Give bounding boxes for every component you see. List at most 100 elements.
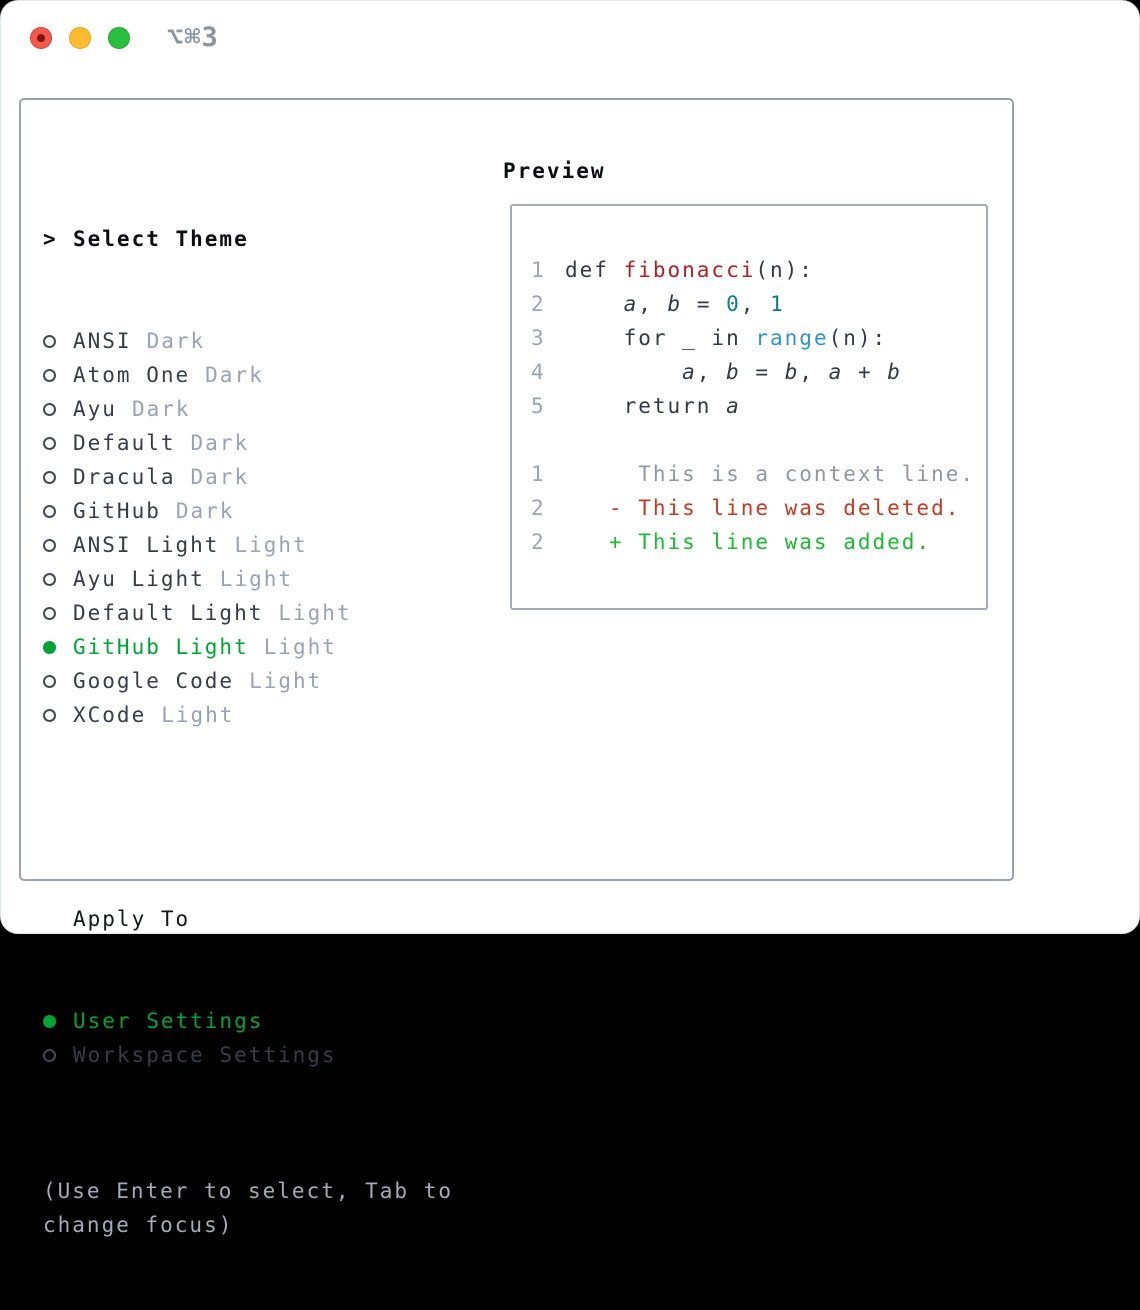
apply-item-label: Workspace Settings [73,1043,337,1067]
theme-variant-tag: Light [219,567,294,591]
keyboard-hint: (Use Enter to select, Tab to change focu… [43,1179,454,1237]
radio-unselected-icon [43,436,56,450]
theme-variant-tag: Light [249,669,323,693]
theme-item-atom-one[interactable]: Atom One Dark [43,358,488,392]
theme-variant-tag: Light [234,533,308,557]
apply-item-label: User Settings [73,1009,264,1033]
theme-item-label: Default [73,431,176,455]
diff-line-context: 1 This is a context line. [512,457,986,491]
line-number: 3 [531,326,546,350]
theme-item-ayu-light[interactable]: Ayu Light Light [43,562,488,596]
apply-item-workspace-settings[interactable]: Workspace Settings [43,1038,488,1072]
theme-item-ayu[interactable]: Ayu Dark [43,392,488,426]
theme-item-google-code[interactable]: Google Code Light [43,664,488,698]
radio-selected-icon [43,1014,56,1028]
theme-item-label: ANSI Light [73,533,220,557]
window-controls [30,27,130,49]
line-number: 4 [531,360,546,384]
theme-variant-tag: Dark [146,329,206,353]
theme-variant-tag: Dark [131,397,191,421]
theme-variant-tag: Light [263,635,337,659]
diff-line-added: 2 + This line was added. [512,525,986,559]
radio-unselected-icon [43,504,56,518]
diff-line-deleted: 2 - This line was deleted. [512,491,986,525]
radio-unselected-icon [43,470,56,484]
diff-preview: 1 This is a context line.2 - This line w… [512,457,986,559]
line-number: 5 [531,394,546,418]
theme-item-label: ANSI [73,329,132,353]
theme-variant-tag: Dark [190,465,250,489]
theme-item-label: Ayu Light [73,567,205,591]
theme-item-label: Default Light [73,601,264,625]
spacer-row [43,800,488,834]
theme-item-ansi[interactable]: ANSI Dark [43,324,488,358]
radio-selected-icon [43,640,56,654]
line-number: 1 [531,258,546,282]
select-theme-heading-label: Select Theme [73,227,249,251]
line-number: 2 [531,530,546,554]
minimize-button-icon[interactable] [69,27,91,49]
radio-unselected-icon [43,572,56,586]
diff-text: + This line was added. [565,530,932,554]
apply-to-heading-label: Apply To [73,907,191,931]
line-number: 1 [531,462,546,486]
theme-item-label: Ayu [73,397,117,421]
theme-item-github-light[interactable]: GitHub Light Light [43,630,488,664]
line-number: 2 [531,292,546,316]
blank-line [512,423,986,457]
preview-heading: Preview [503,159,606,183]
code-line: 1 def fibonacci(n): [512,253,986,287]
code-line: 3 for _ in range(n): [512,321,986,355]
theme-item-label: Dracula [73,465,176,489]
code-line: 4 a, b = b, a + b [512,355,986,389]
radio-unselected-icon [43,402,56,416]
line-number: 2 [531,496,546,520]
theme-variant-tag: Dark [205,363,264,387]
radio-unselected-icon [43,368,56,382]
theme-item-github[interactable]: GitHub Dark [43,494,488,528]
diff-text: - This line was deleted. [565,496,961,520]
theme-item-ansi-light[interactable]: ANSI Light Light [43,528,488,562]
apply-item-user-settings[interactable]: User Settings [43,1004,488,1038]
theme-item-label: Atom One [73,363,191,387]
theme-item-dracula[interactable]: Dracula Dark [43,460,488,494]
code-text: for _ in range(n): [565,326,888,350]
theme-item-default-light[interactable]: Default Light Light [43,596,488,630]
code-text: a, b = b, a + b [682,360,902,384]
radio-unselected-icon [43,538,56,552]
code-text: return a [565,394,741,418]
theme-item-label: GitHub [73,499,161,523]
cursor-prompt-icon: > [43,227,58,251]
code-text: def fibonacci(n): [565,258,814,282]
radio-unselected-icon [43,708,56,722]
close-button-icon[interactable] [30,27,52,49]
theme-variant-tag: Dark [175,499,235,523]
radio-unselected-icon [43,606,56,620]
radio-unselected-icon [43,674,56,688]
theme-variant-tag: Dark [190,431,250,455]
theme-variant-tag: Light [278,601,352,625]
code-line: 5 return a [512,389,986,423]
theme-variant-tag: Light [161,703,235,727]
code-text: a, b = 0, 1 [623,292,785,316]
theme-item-label: GitHub Light [73,635,249,659]
radio-unselected-icon [43,1048,56,1062]
zoom-button-icon[interactable] [108,27,130,49]
theme-item-default[interactable]: Default Dark [43,426,488,460]
theme-item-label: Google Code [73,669,235,693]
apply-to-heading: Apply To [43,902,488,936]
theme-item-xcode[interactable]: XCode Light [43,698,488,732]
diff-text: This is a context line. [565,462,976,486]
window-title: ⌥⌘3 [167,22,219,53]
code-line: 2 a, b = 0, 1 [512,287,986,321]
select-theme-heading: > Select Theme [43,222,488,256]
radio-unselected-icon [43,334,56,348]
theme-item-label: XCode [73,703,147,727]
